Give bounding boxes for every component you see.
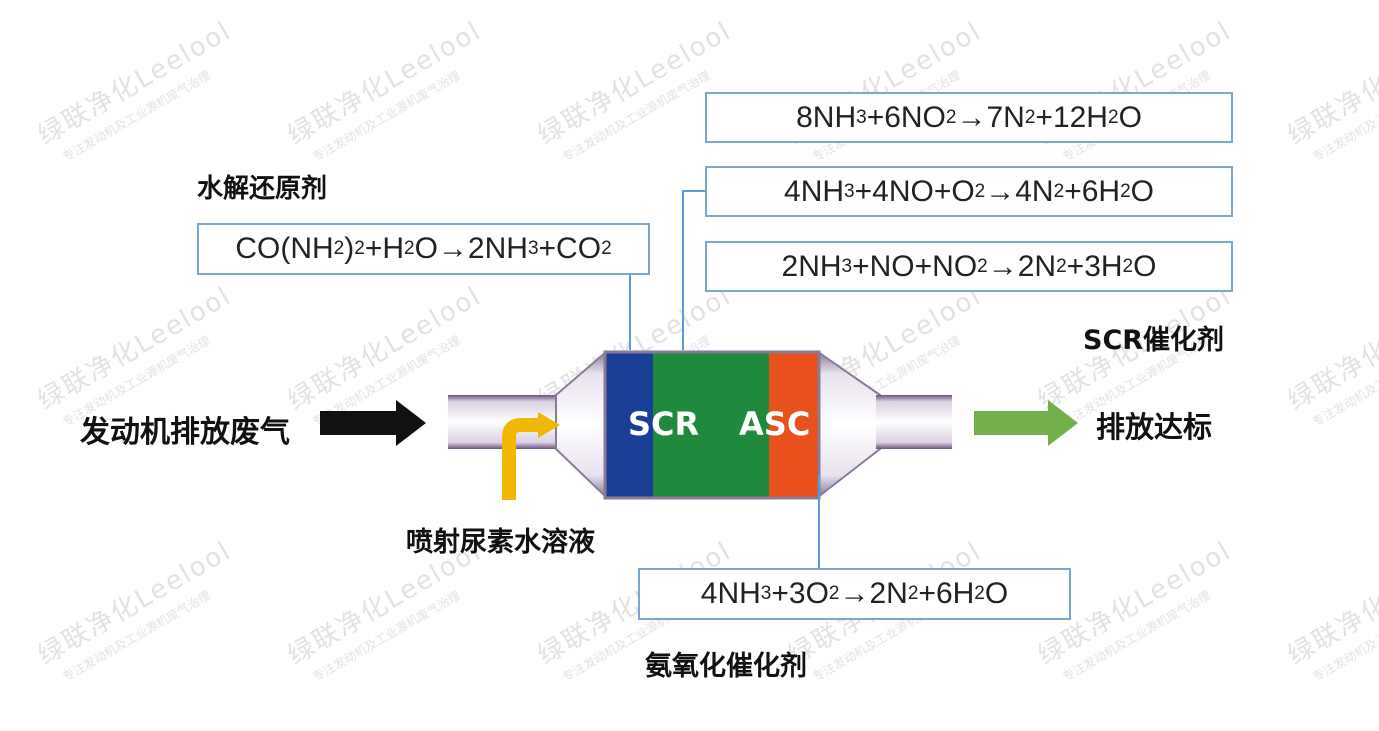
equation-text: 4NH bbox=[700, 577, 761, 610]
equation-text: O bbox=[1130, 174, 1154, 208]
outlet-pipe bbox=[876, 395, 952, 449]
equation-text: ) bbox=[344, 232, 355, 265]
equation-text: →2N bbox=[839, 577, 908, 610]
equation-text: →4N bbox=[985, 174, 1054, 208]
equation-text: +6H bbox=[1064, 174, 1121, 208]
equation-text: O bbox=[1133, 249, 1157, 283]
scr-section-label: SCR bbox=[628, 405, 700, 443]
equation-text: 8NH bbox=[796, 100, 857, 134]
equation-text: +3H bbox=[1066, 249, 1123, 283]
output-arrow-shaft bbox=[974, 411, 1050, 435]
scr-catalyst-label: SCR催化剂 bbox=[1083, 325, 1225, 356]
emission-compliant-label: 排放达标 bbox=[1096, 410, 1213, 444]
scr-green-section bbox=[653, 352, 769, 498]
equation-text: →7N bbox=[956, 100, 1025, 134]
equation-text: +H bbox=[364, 232, 405, 265]
ammonia-oxidation-catalyst-label: 氨氧化催化剂 bbox=[645, 651, 807, 682]
equation-text: O bbox=[984, 577, 1009, 610]
asc-section-label: ASC bbox=[739, 405, 811, 443]
exhaust-arrow-shaft bbox=[320, 411, 398, 435]
equation-text: +CO bbox=[538, 232, 602, 265]
equation-text: 2NH bbox=[781, 249, 842, 283]
exhaust-arrow-head bbox=[396, 400, 426, 446]
connector-scr bbox=[682, 190, 706, 350]
hydrolysis-reductant-label: 水解还原剂 bbox=[197, 174, 328, 204]
scr-blue-section bbox=[605, 352, 653, 498]
inlet-cone bbox=[555, 349, 607, 500]
urea-injection-label: 喷射尿素水溶液 bbox=[406, 527, 595, 558]
equation-text: CO(NH bbox=[235, 232, 334, 265]
equation-text: 4NH bbox=[784, 174, 845, 208]
equation-text: +4NO+O bbox=[854, 174, 975, 208]
equation-text: +NO+NO bbox=[852, 249, 978, 283]
equation-text: O→2NH bbox=[414, 232, 528, 265]
catalyst-outline bbox=[603, 350, 821, 500]
equation-text: +3O bbox=[771, 577, 829, 610]
engine-exhaust-label: 发动机排放废气 bbox=[80, 415, 290, 450]
asc-orange-section bbox=[769, 352, 819, 498]
equation-text: +6NO bbox=[866, 100, 946, 134]
outlet-cone bbox=[817, 350, 881, 500]
equation-text: O bbox=[1118, 100, 1142, 134]
urea-injection-arrow bbox=[502, 418, 540, 500]
equation-text: +12H bbox=[1035, 100, 1108, 134]
output-arrow-head bbox=[1048, 400, 1078, 446]
equation-text: +6H bbox=[918, 577, 975, 610]
equation-text: →2N bbox=[987, 249, 1057, 283]
urea-arrow-head bbox=[538, 412, 560, 438]
